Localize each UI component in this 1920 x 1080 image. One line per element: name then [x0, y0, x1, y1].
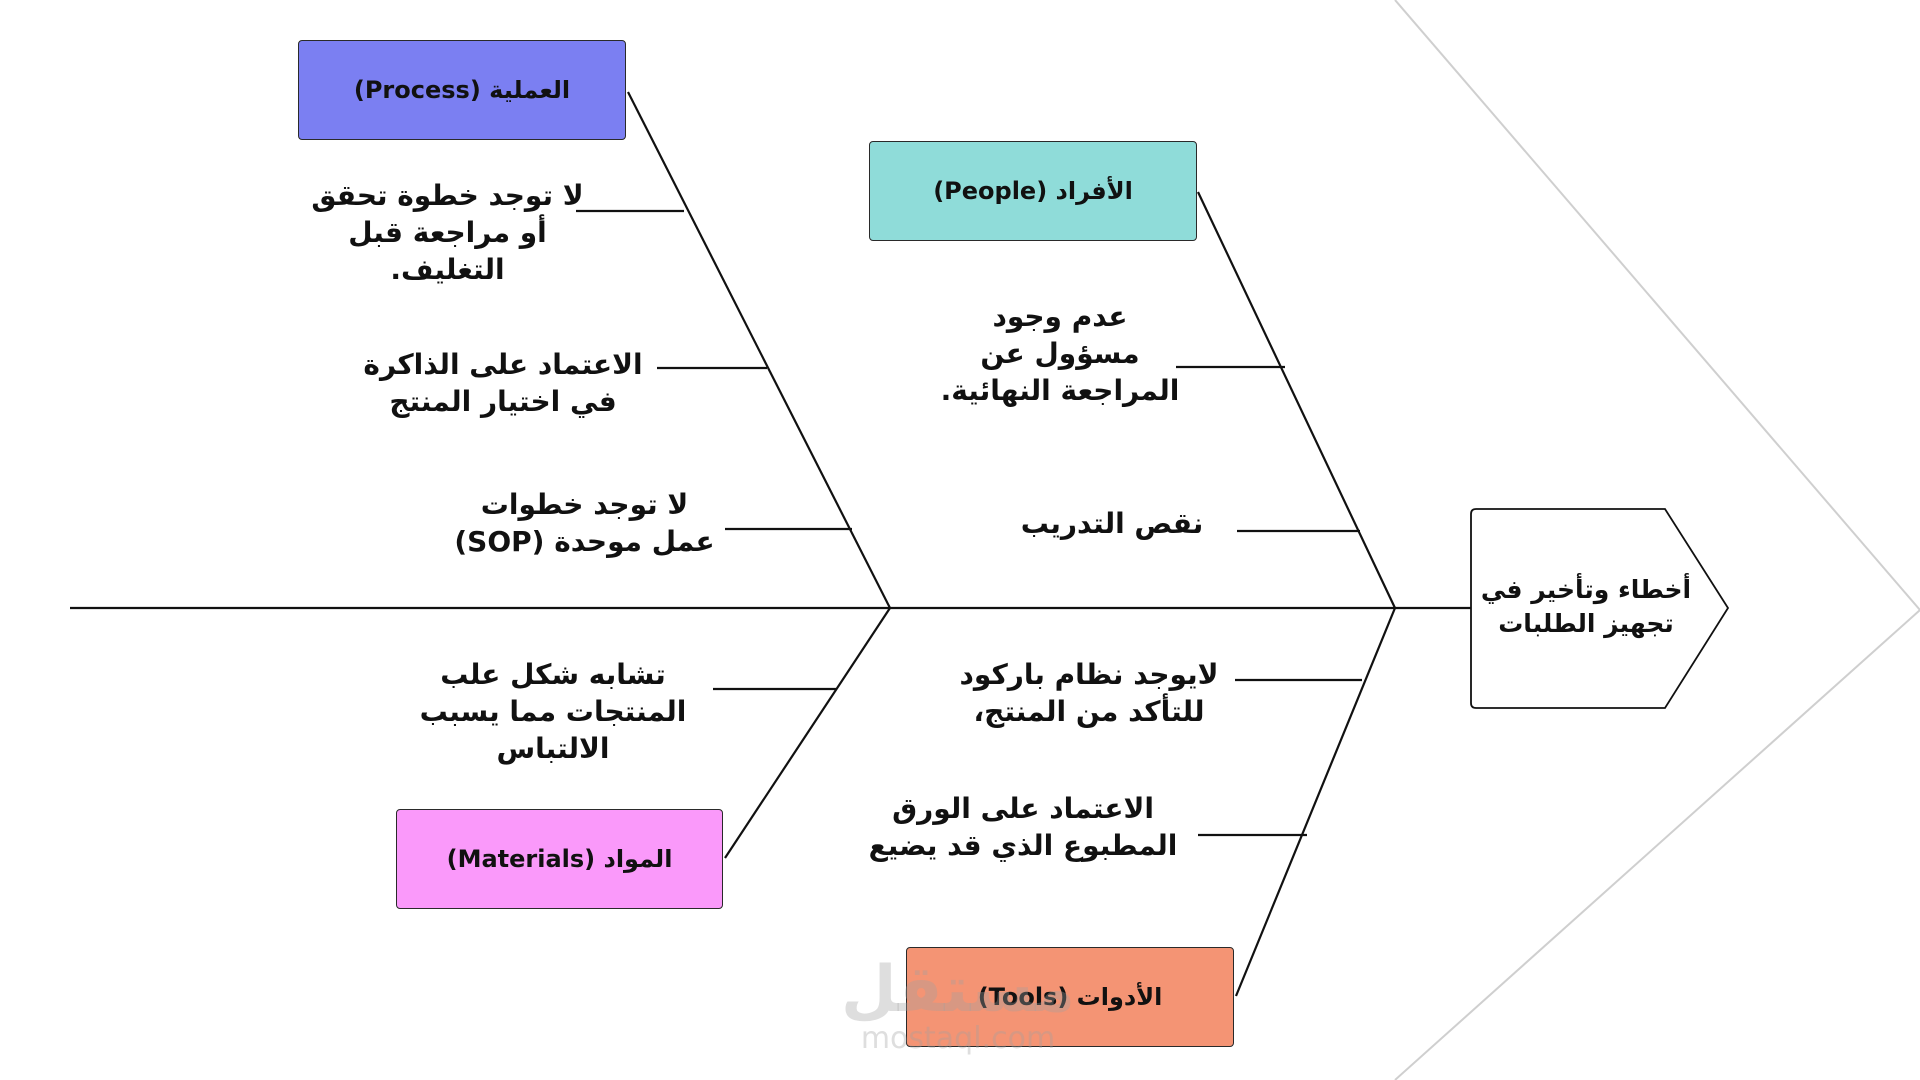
category-process-box: العملية (Process) — [298, 40, 626, 140]
category-tools-label: الأدوات (Tools) — [977, 983, 1163, 1011]
category-process-label: العملية (Process) — [353, 76, 571, 104]
category-people-label: الأفراد (People) — [933, 177, 1133, 205]
effect-problem-label: أخطاء وتأخير في تجهيز الطلبات — [1480, 575, 1692, 638]
category-materials-label: المواد (Materials) — [446, 845, 673, 873]
bone-materials — [724, 607, 891, 859]
background-arrow-outline — [1394, 0, 1920, 1080]
cause-process-2: الاعتماد على الذاكرة في اختيار المنتج — [363, 348, 643, 418]
cause-process-3: لا توجد خطوات عمل موحدة (SOP) — [454, 488, 715, 558]
cause-people-1: عدم وجود مسؤول عن المراجعة النهائية. — [940, 300, 1180, 407]
cause-materials-1: تشابه شكل علب المنتجات مما يسبب الالتباس — [419, 658, 687, 765]
cause-process-1: لا توجد خطوة تحقق أو مراجعة قبل التغليف. — [311, 179, 584, 286]
category-people-box: الأفراد (People) — [869, 141, 1197, 241]
watermark-latin: mostaql.com — [860, 1021, 1056, 1056]
bone-tools — [1234, 607, 1397, 997]
bone-process — [627, 91, 891, 609]
effect-head-shape — [1470, 508, 1730, 709]
watermark-arabic: مستقل — [840, 953, 1076, 1027]
bone-people — [1197, 191, 1396, 609]
category-tools-box: الأدوات (Tools) — [906, 947, 1234, 1047]
cause-tools-1: لايوجد نظام باركود للتأكد من المنتج، — [959, 658, 1219, 728]
category-materials-box: المواد (Materials) — [396, 809, 723, 909]
cause-tools-2: الاعتماد على الورق المطبوع الذي قد يضيع — [868, 792, 1178, 862]
cause-people-2: نقص التدريب — [1020, 507, 1204, 540]
watermark-logo: مستقل mostaql.com — [838, 958, 1078, 1056]
